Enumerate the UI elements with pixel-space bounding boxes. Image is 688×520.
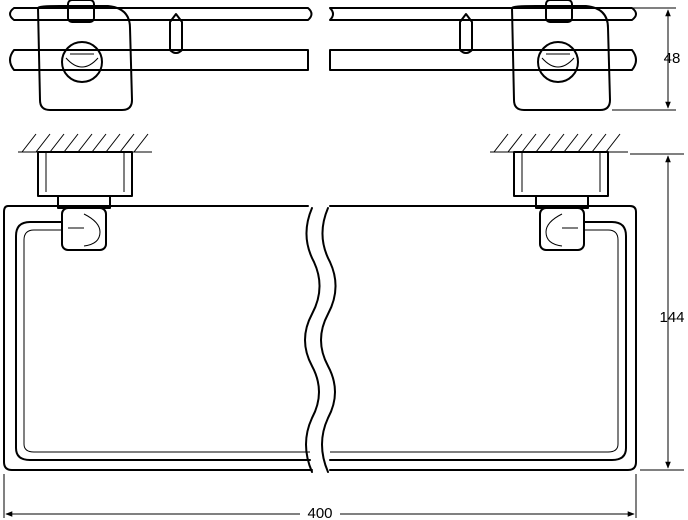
dim-48-label: 48 [664,50,681,67]
top-view: 48 [9,0,681,111]
front-left-bracket [37,151,133,251]
shelf-inner2-right [330,229,619,453]
top-view-front-rail-right [329,49,637,71]
wall-hatch-left [18,133,152,153]
top-view-left-bracket-plate [37,5,133,111]
front-view: 144 400 [3,133,685,520]
shelf-outer-right [329,205,637,471]
shelf-inner-left [15,221,311,461]
dim-400-label: 400 [307,505,332,520]
top-view-left-clip [169,13,183,54]
top-view-back-rail-right [329,7,637,21]
wall-hatch-right [490,133,628,153]
top-view-back-rail-left [9,7,313,21]
top-view-right-clip [459,13,473,54]
top-view-left-knob [61,0,103,83]
top-view-right-knob [537,0,579,83]
shelf-outer-left [3,205,313,471]
shelf-inner-right [329,221,627,461]
shelf-inner2-left [23,229,310,453]
dim-144-label: 144 [659,309,684,326]
break-line-left [304,207,321,473]
top-view-right-bracket-plate [511,5,611,111]
top-view-front-rail-left [9,49,309,71]
front-right-bracket [513,151,609,251]
break-line-right [320,207,337,473]
